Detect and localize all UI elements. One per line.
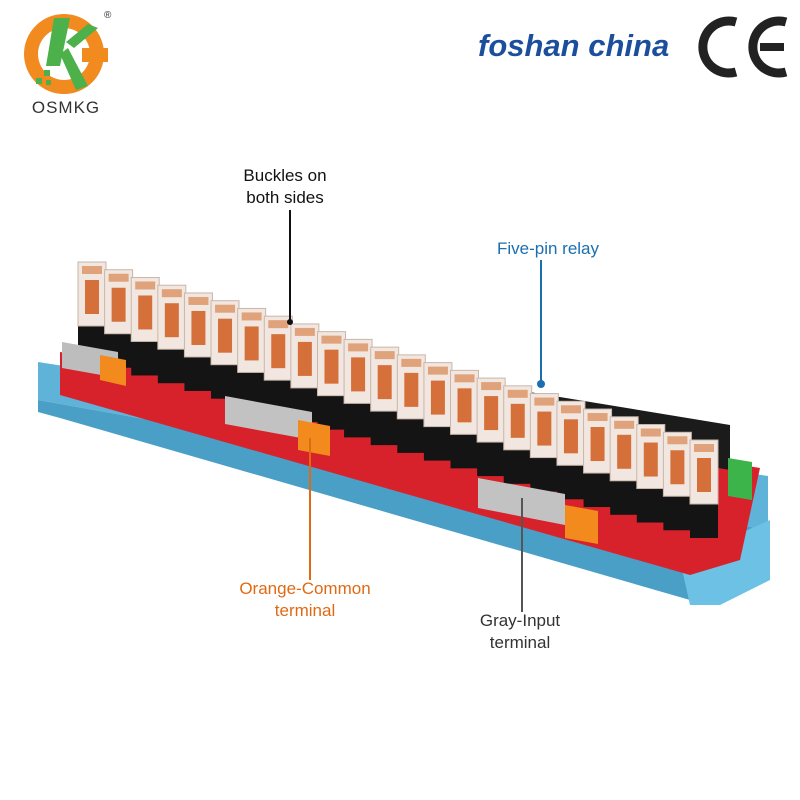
relay-14: [423, 362, 453, 461]
buckles-line-2: both sides: [246, 188, 324, 207]
relay-19: [556, 400, 586, 500]
input-line-1: Gray-Input: [479, 611, 561, 630]
relay-15: [450, 369, 480, 469]
common-callout: Orange-Common terminal: [215, 578, 395, 622]
common-line-2: terminal: [274, 601, 336, 620]
input-line-2: terminal: [489, 633, 551, 652]
location-text: foshan china: [478, 28, 670, 63]
relay-1: [77, 261, 107, 360]
relay-callout: Five-pin relay: [478, 238, 618, 260]
relay-22: [636, 424, 666, 523]
relay-group: [77, 261, 719, 538]
ce-mark-icon: [698, 16, 788, 78]
logo-text: OSMKG: [31, 98, 101, 117]
relay-8: [263, 315, 293, 415]
relay-5: [183, 292, 213, 391]
relay-4: [157, 284, 187, 384]
buckles-line-1: Buckles on: [243, 166, 327, 185]
relay-11: [343, 338, 373, 438]
green-power-terminal: [728, 458, 752, 500]
registered-mark: ®: [104, 10, 112, 21]
buckles-callout: Buckles on both sides: [225, 165, 345, 209]
relay-6: [210, 300, 240, 399]
relay-23: [662, 431, 692, 531]
din-rail-front: [38, 400, 768, 600]
relay-13: [396, 354, 426, 453]
input-callout: Gray-Input terminal: [455, 610, 585, 654]
relay-9: [290, 323, 320, 422]
relay-3: [130, 276, 160, 376]
relay-line-1: Five-pin relay: [496, 239, 600, 258]
common-line-1: Orange-Common: [239, 579, 371, 598]
gray-input-terminal-mid: [225, 396, 312, 440]
relay-16: [476, 377, 506, 477]
orange-common-terminal-2: [298, 420, 330, 456]
relay-18: [529, 393, 559, 492]
orange-common-terminal-3: [565, 505, 598, 544]
relay-2: [104, 269, 134, 368]
relay-12: [370, 346, 400, 446]
orange-common-terminal-1: [100, 355, 126, 386]
relay-10: [316, 331, 346, 430]
relay-20: [583, 408, 613, 508]
relay-7: [237, 307, 267, 407]
relay-21: [609, 416, 639, 515]
relay-17: [503, 385, 533, 484]
logo-k-icon: [24, 14, 108, 94]
relay-24: [689, 439, 719, 538]
